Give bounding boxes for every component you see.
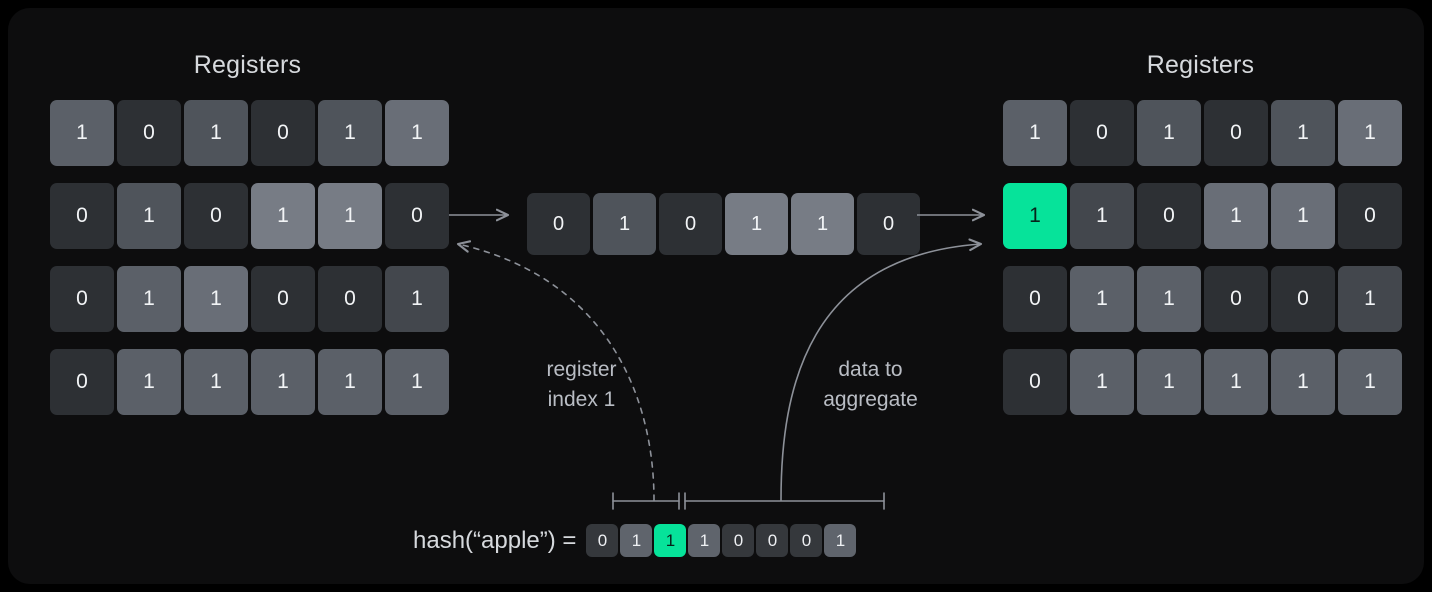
register-cell: 1 [1070, 183, 1134, 249]
register-cell: 0 [527, 193, 590, 255]
register-cell: 0 [184, 183, 248, 249]
register-cell: 1 [318, 349, 382, 415]
register-cell: 1 [385, 349, 449, 415]
register-cell: 0 [857, 193, 920, 255]
register-cell: 0 [50, 183, 114, 249]
register-cell: 0 [117, 100, 181, 166]
left-registers-heading: Registers [193, 51, 302, 79]
register-cell: 0 [659, 193, 722, 255]
register-cell: 1 [1137, 349, 1201, 415]
register-cell: 0 [1003, 266, 1067, 332]
register-cell: 1 [50, 100, 114, 166]
register-cell: 0 [318, 266, 382, 332]
hash-bit: 0 [756, 524, 789, 557]
register-cell: 1 [1271, 100, 1335, 166]
register-cell: 0 [1070, 100, 1134, 166]
register-index-label: register index 1 [546, 358, 617, 411]
hash-bit: 0 [586, 524, 619, 557]
register-cell: 0 [251, 266, 315, 332]
register-cell: 1 [791, 193, 854, 255]
register-cell: 0 [1137, 183, 1201, 249]
register-cell: 1 [1137, 100, 1201, 166]
register-cell: 1 [251, 183, 315, 249]
register-cell: 0 [1338, 183, 1402, 249]
register-cell: 1 [1204, 183, 1268, 249]
data-to-aggregate-label: data to aggregate [823, 358, 918, 411]
hash-index-bracket [612, 492, 680, 510]
register-cell: 1 [184, 100, 248, 166]
register-cell: 1 [1204, 349, 1268, 415]
register-cell: 1 [1070, 266, 1134, 332]
right-registers-heading: Registers [1146, 51, 1255, 79]
hash-bit: 1 [620, 524, 653, 557]
hash-payload-bracket [684, 492, 885, 510]
register-cell: 1 [184, 349, 248, 415]
register-cell: 1 [318, 100, 382, 166]
register-cell: 1 [1137, 266, 1201, 332]
register-cell: 1 [725, 193, 788, 255]
hash-bit: 1 [688, 524, 721, 557]
register-cell: 1 [251, 349, 315, 415]
register-cell: 1 [1003, 183, 1067, 249]
register-cell: 0 [1271, 266, 1335, 332]
register-cell: 1 [318, 183, 382, 249]
register-cell: 1 [593, 193, 656, 255]
register-cell: 1 [117, 349, 181, 415]
register-cell: 0 [1204, 266, 1268, 332]
hash-bit: 0 [790, 524, 823, 557]
hash-function-label: hash(“apple”) = [413, 526, 577, 554]
register-cell: 1 [385, 100, 449, 166]
register-cell: 0 [50, 266, 114, 332]
register-cell: 0 [385, 183, 449, 249]
register-cell: 1 [1338, 266, 1402, 332]
hash-bit: 1 [654, 524, 687, 557]
hash-bit: 0 [722, 524, 755, 557]
register-cell: 1 [117, 183, 181, 249]
register-cell: 1 [117, 266, 181, 332]
register-cell: 1 [1271, 349, 1335, 415]
register-cell: 1 [1338, 349, 1402, 415]
register-cell: 0 [1003, 349, 1067, 415]
register-cell: 1 [385, 266, 449, 332]
register-cell: 1 [1338, 100, 1402, 166]
register-cell: 1 [1070, 349, 1134, 415]
register-cell: 1 [1003, 100, 1067, 166]
register-cell: 1 [1271, 183, 1335, 249]
register-cell: 0 [1204, 100, 1268, 166]
register-cell: 1 [184, 266, 248, 332]
register-cell: 0 [251, 100, 315, 166]
hash-bit: 1 [824, 524, 857, 557]
register-cell: 0 [50, 349, 114, 415]
